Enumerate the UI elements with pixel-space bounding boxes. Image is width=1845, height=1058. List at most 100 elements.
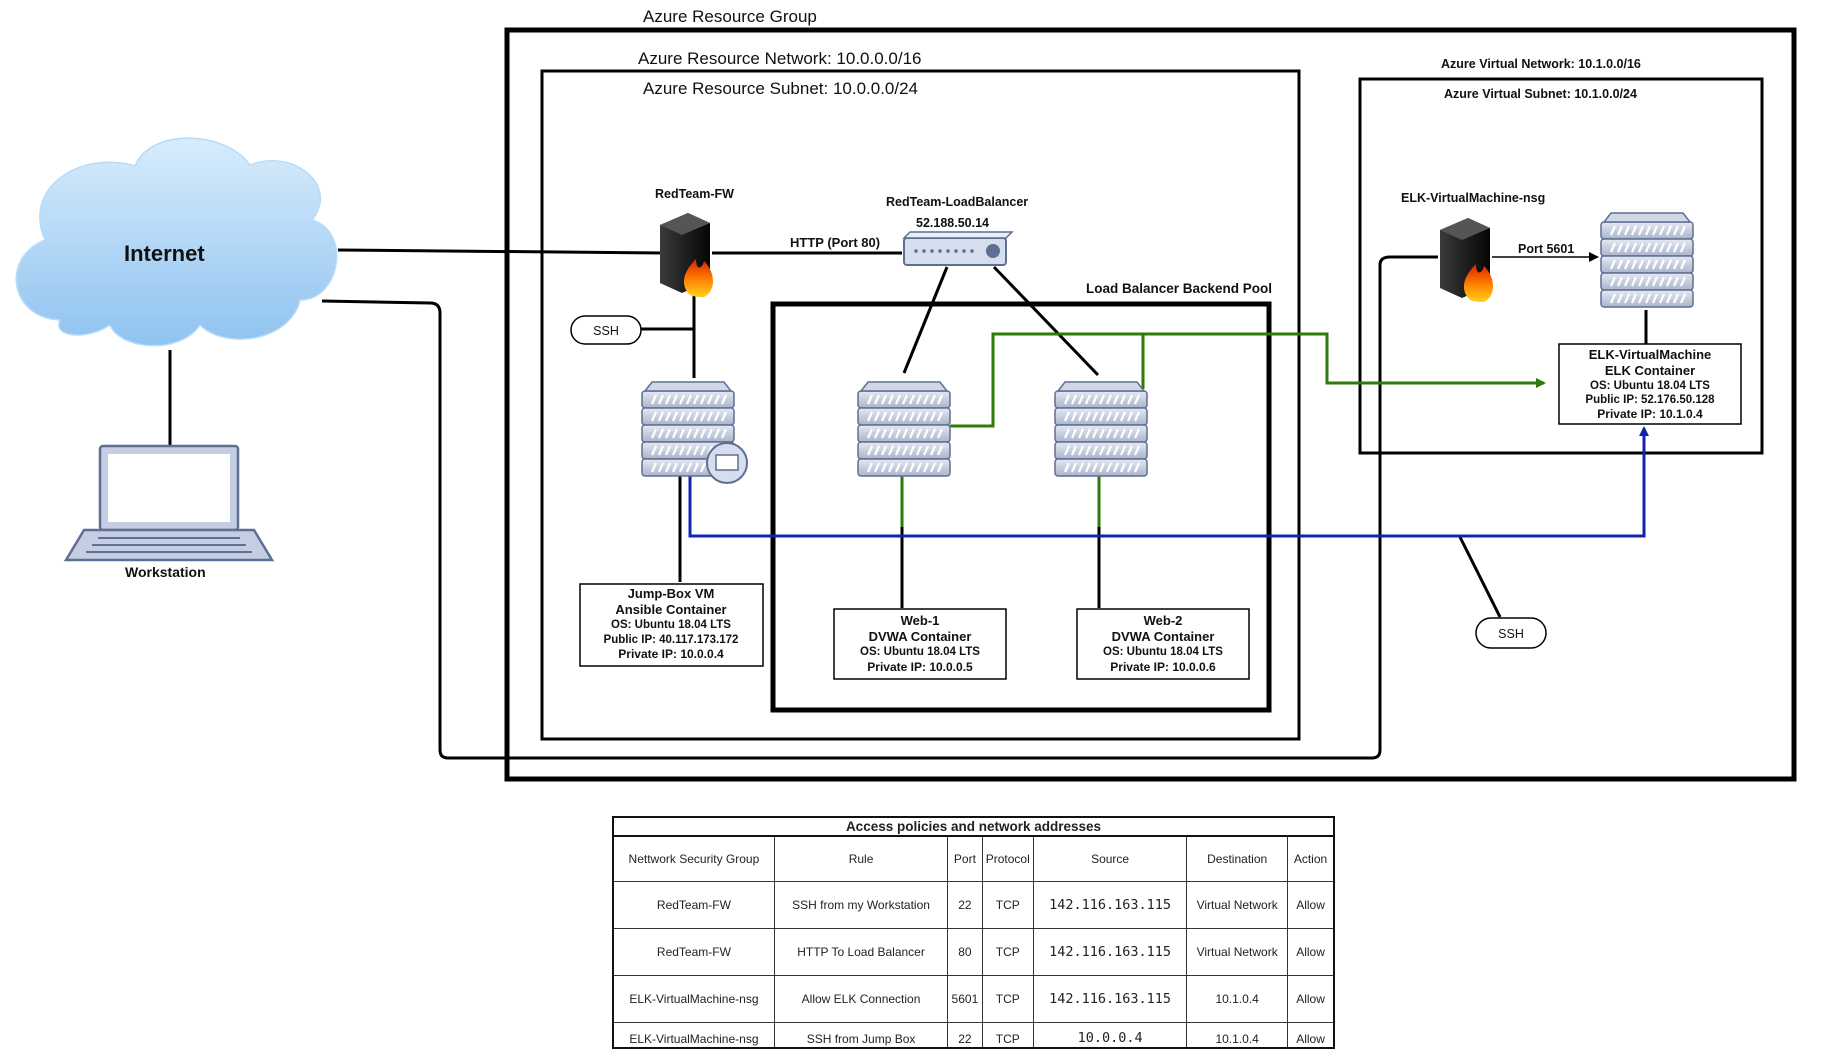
table-header-row: Nettwork Security Group Rule Port Protoc… xyxy=(612,835,1335,882)
port-5601-label: Port 5601 xyxy=(1518,242,1574,256)
table-cell: Allow ELK Connection xyxy=(773,975,949,1023)
elk-line: Private IP: 10.1.0.4 xyxy=(1597,407,1703,421)
web1-line: Web-1 xyxy=(901,613,940,628)
jumpbox-line: Private IP: 10.0.0.4 xyxy=(618,647,724,661)
web2-line: DVWA Container xyxy=(1112,629,1215,644)
server-icon xyxy=(1601,213,1693,307)
table-cell: TCP xyxy=(981,928,1034,976)
elk-line: OS: Ubuntu 18.04 LTS xyxy=(1590,380,1710,392)
virtual-subnet-box xyxy=(1358,77,1764,455)
table-cell: 142.116.163.115 xyxy=(1032,975,1188,1023)
table-cell: 10.0.0.4 xyxy=(1032,1022,1188,1049)
firewall-label: RedTeam-FW xyxy=(655,187,734,201)
elk-nsg-label: ELK-VirtualMachine-nsg xyxy=(1401,191,1545,205)
black-links xyxy=(168,248,1648,760)
column-header: Protocol xyxy=(981,835,1034,882)
elk-line: ELK Container xyxy=(1605,363,1695,378)
resource-subnet-label: Azure Resource Subnet: 10.0.0.0/24 xyxy=(643,79,918,98)
laptop-icon xyxy=(63,444,275,562)
web1-line: Private IP: 10.0.0.5 xyxy=(867,660,973,674)
cloud-icon xyxy=(15,137,338,347)
column-header: Nettwork Security Group xyxy=(612,835,775,882)
load-balancer-icon xyxy=(902,231,1014,266)
table-cell: HTTP To Load Balancer xyxy=(773,928,949,976)
table-cell: 10.1.0.4 xyxy=(1186,975,1289,1023)
load-balancer-name: RedTeam-LoadBalancer xyxy=(886,195,1028,209)
table-cell: TCP xyxy=(981,1022,1034,1049)
server-icon xyxy=(1055,382,1147,476)
blue-link xyxy=(688,426,1649,538)
internet-label: Internet xyxy=(124,241,205,266)
table-cell: 142.116.163.115 xyxy=(1032,881,1188,929)
workstation-label: Workstation xyxy=(125,564,206,580)
table-cell: ELK-VirtualMachine-nsg xyxy=(612,975,775,1023)
table-cell: 142.116.163.115 xyxy=(1032,928,1188,976)
firewall-icon xyxy=(1440,218,1493,302)
table-cell: ELK-VirtualMachine-nsg xyxy=(612,1022,775,1049)
web1-info: Web-1 DVWA Container OS: Ubuntu 18.04 LT… xyxy=(833,608,1007,680)
http-link-label: HTTP (Port 80) xyxy=(790,235,880,250)
table-cell: 22 xyxy=(947,1022,983,1049)
table-row: RedTeam-FW HTTP To Load Balancer 80 TCP … xyxy=(612,928,1335,976)
column-header: Source xyxy=(1032,835,1188,882)
table-cell: 22 xyxy=(947,881,983,929)
table-row: ELK-VirtualMachine-nsg Allow ELK Connect… xyxy=(612,975,1335,1023)
table-cell: RedTeam-FW xyxy=(612,928,775,976)
table-cell: Allow xyxy=(1287,881,1335,929)
resource-group-box xyxy=(504,27,1797,782)
table-row: ELK-VirtualMachine-nsg SSH from Jump Box… xyxy=(612,1022,1335,1049)
column-header: Rule xyxy=(773,835,949,882)
resource-network-box xyxy=(540,69,1301,741)
web1-line: DVWA Container xyxy=(869,629,972,644)
backend-pool-box xyxy=(770,301,1272,713)
column-header: Port xyxy=(947,835,983,882)
table-row: RedTeam-FW SSH from my Workstation 22 TC… xyxy=(612,881,1335,929)
virtual-subnet-label: Azure Virtual Subnet: 10.1.0.0/24 xyxy=(1444,87,1637,101)
firewall-icon xyxy=(660,213,713,297)
ssh-right-label: SSH xyxy=(1498,627,1524,641)
policy-table-container: Access policies and network addresses Ne… xyxy=(612,816,1335,1049)
table-cell: SSH from my Workstation xyxy=(773,881,949,929)
jumpbox-line: OS: Ubuntu 18.04 LTS xyxy=(611,619,731,631)
load-balancer-ip: 52.188.50.14 xyxy=(916,216,989,230)
table-cell: 80 xyxy=(947,928,983,976)
table-cell: Allow xyxy=(1287,928,1335,976)
table-cell: TCP xyxy=(981,975,1034,1023)
elk-line: ELK-VirtualMachine xyxy=(1589,347,1712,362)
table-cell: 5601 xyxy=(947,975,983,1023)
ssh-badge xyxy=(1475,617,1547,649)
elk-info: ELK-VirtualMachine ELK Container OS: Ubu… xyxy=(1558,343,1742,425)
ssh-badge xyxy=(570,315,642,345)
ssh-left-label: SSH xyxy=(593,324,619,338)
jumpbox-line: Jump-Box VM xyxy=(628,586,715,601)
column-header: Destination xyxy=(1186,835,1289,882)
column-header: Action xyxy=(1287,835,1335,882)
web2-info: Web-2 DVWA Container OS: Ubuntu 18.04 LT… xyxy=(1076,608,1250,680)
jumpbox-info: Jump-Box VM Ansible Container OS: Ubuntu… xyxy=(579,583,764,667)
web2-line: OS: Ubuntu 18.04 LTS xyxy=(1103,646,1223,658)
elk-line: Public IP: 52.176.50.128 xyxy=(1585,394,1715,406)
resource-network-label: Azure Resource Network: 10.0.0.0/16 xyxy=(638,49,921,68)
backend-pool-label: Load Balancer Backend Pool xyxy=(1086,281,1272,296)
table-cell: Allow xyxy=(1287,1022,1335,1049)
table-cell: TCP xyxy=(981,881,1034,929)
server-icon xyxy=(858,382,950,476)
policy-table-title: Access policies and network addresses xyxy=(612,816,1335,835)
resource-group-label: Azure Resource Group xyxy=(643,7,817,26)
table-cell: 10.1.0.4 xyxy=(1186,1022,1289,1049)
web2-line: Web-2 xyxy=(1144,613,1183,628)
jumpbox-line: Public IP: 40.117.173.172 xyxy=(604,634,739,646)
web1-line: OS: Ubuntu 18.04 LTS xyxy=(860,646,980,658)
table-cell: RedTeam-FW xyxy=(612,881,775,929)
green-links xyxy=(900,332,1546,527)
table-cell: SSH from Jump Box xyxy=(773,1022,949,1049)
table-cell: Virtual Network xyxy=(1186,881,1289,929)
policy-table: Access policies and network addresses Ne… xyxy=(612,816,1335,1049)
jumpbox-line: Ansible Container xyxy=(615,602,726,617)
monitor-icon xyxy=(706,442,748,484)
web2-line: Private IP: 10.0.0.6 xyxy=(1110,660,1216,674)
table-cell: Virtual Network xyxy=(1186,928,1289,976)
table-cell: Allow xyxy=(1287,975,1335,1023)
virtual-network-label: Azure Virtual Network: 10.1.0.0/16 xyxy=(1441,57,1641,71)
